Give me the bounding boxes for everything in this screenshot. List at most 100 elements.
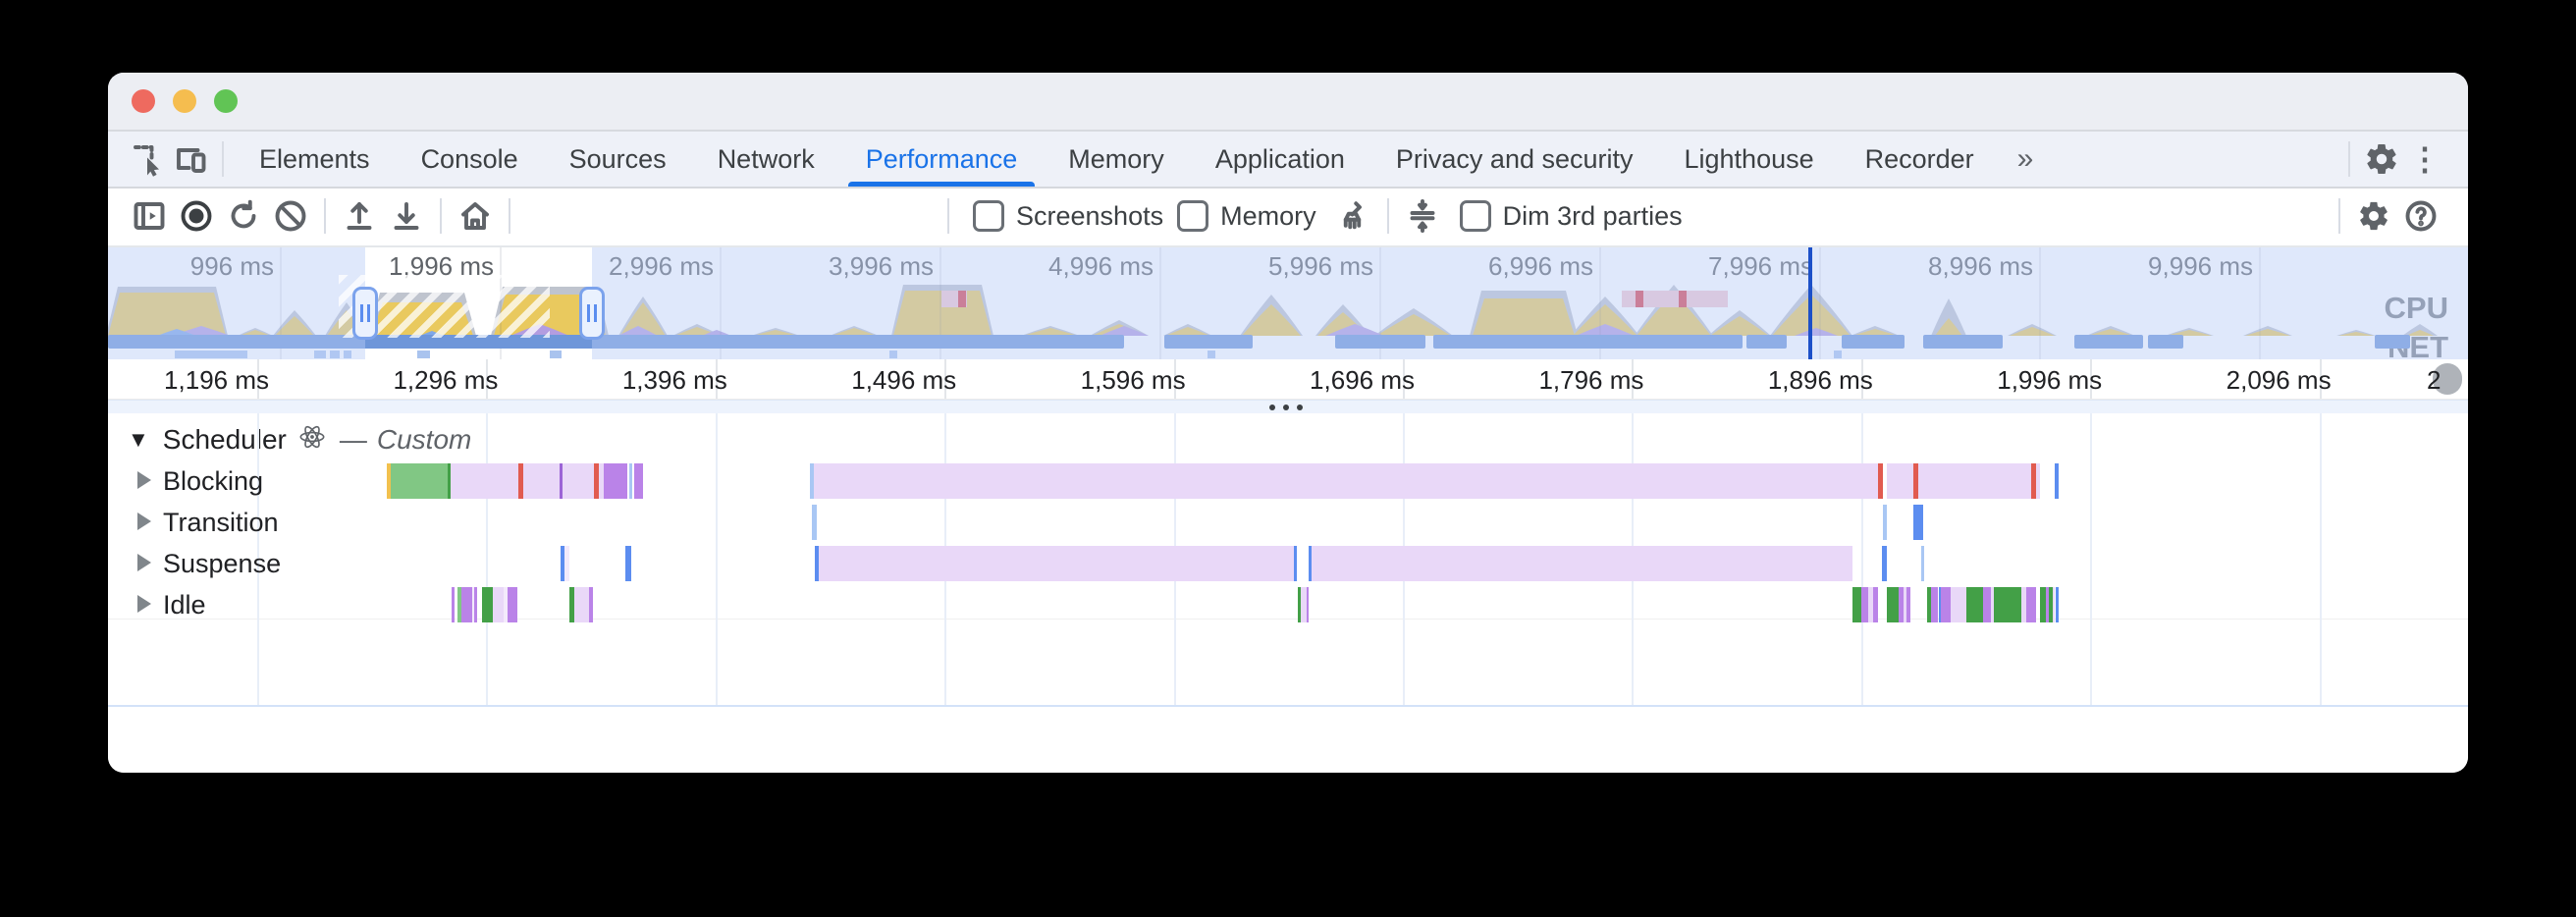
load-profile-icon[interactable] [336, 192, 383, 240]
shortcuts-dialog-icon[interactable] [1399, 192, 1446, 240]
flame-bar-segment[interactable] [564, 546, 569, 581]
flame-bar-segment[interactable] [2031, 463, 2036, 499]
flame-bar-segment[interactable] [1941, 587, 1951, 622]
flame-bar-segment[interactable] [589, 587, 593, 622]
inspect-element-icon[interactable] [126, 137, 169, 181]
flame-bar-segment[interactable] [1868, 587, 1873, 622]
flame-bar-segment[interactable] [1921, 546, 1924, 581]
more-tabs-button[interactable]: » [2016, 142, 2034, 175]
flame-bar-segment[interactable] [1887, 463, 1913, 499]
flame-bar-segment[interactable] [1939, 587, 1941, 622]
tab-memory[interactable]: Memory [1068, 144, 1164, 174]
flame-bar-segment[interactable] [1294, 546, 1297, 581]
dim-3rd-parties-checkbox[interactable] [1459, 200, 1491, 232]
flame-bar-segment[interactable] [1927, 587, 1931, 622]
flame-bar-segment[interactable] [629, 463, 632, 499]
flame-bar-segment[interactable] [493, 587, 504, 622]
flame-bar-segment[interactable] [504, 587, 508, 622]
flame-bar-segment[interactable] [2021, 587, 2026, 622]
flame-bar-segment[interactable] [474, 587, 477, 622]
expand-row-icon[interactable] [137, 512, 151, 530]
tab-elements[interactable]: Elements [259, 144, 370, 174]
tab-performance[interactable]: Performance [840, 132, 1044, 187]
flame-bar-segment[interactable] [634, 463, 643, 499]
flame-bar-segment[interactable] [1887, 587, 1899, 622]
flame-bar-segment[interactable] [518, 463, 523, 499]
window-title-bar[interactable] [108, 73, 2468, 132]
flame-bar-segment[interactable] [461, 587, 472, 622]
clear-icon[interactable] [267, 192, 314, 240]
home-icon[interactable] [452, 192, 499, 240]
selection-left-handle[interactable] [352, 287, 378, 340]
flame-bar-segment[interactable] [2026, 587, 2036, 622]
flame-bar-segment[interactable] [1852, 587, 1861, 622]
flame-bar-segment[interactable] [1861, 587, 1868, 622]
flame-bar-segment[interactable] [569, 587, 574, 622]
flame-bar-segment[interactable] [2055, 463, 2059, 499]
scheduler-track-header[interactable]: ▼ Scheduler — Custom [108, 419, 471, 460]
flame-bar-segment[interactable] [2040, 587, 2046, 622]
flame-bar-segment[interactable] [1309, 546, 1312, 581]
flame-bar-segment[interactable] [472, 587, 474, 622]
collect-garbage-icon[interactable] [1330, 192, 1377, 240]
flame-bar-segment[interactable] [1878, 463, 1883, 499]
tab-console[interactable]: Console [420, 144, 518, 174]
ruler-scroll-thumb[interactable] [2433, 363, 2462, 395]
flame-bar-segment[interactable] [1883, 505, 1887, 540]
flame-bar-segment[interactable] [1906, 587, 1910, 622]
devtools-menu-kebab-icon[interactable]: ⋮ [2409, 141, 2441, 177]
expand-row-icon[interactable] [137, 595, 151, 613]
flame-bar-segment[interactable] [1994, 587, 2021, 622]
tab-lighthouse[interactable]: Lighthouse [1684, 144, 1814, 174]
zoom-window-button[interactable] [214, 89, 238, 113]
help-icon[interactable] [2397, 192, 2444, 240]
flame-bar-segment[interactable] [508, 587, 517, 622]
flame-bar-segment[interactable] [604, 463, 627, 499]
flame-bar-segment[interactable] [452, 587, 455, 622]
device-toolbar-icon[interactable] [169, 137, 212, 181]
flame-bar-segment[interactable] [1918, 463, 2031, 499]
flame-bar-segment[interactable] [815, 546, 819, 581]
flame-bar-segment[interactable] [451, 463, 518, 499]
toggle-sidebar-icon[interactable] [126, 192, 173, 240]
memory-checkbox[interactable] [1177, 200, 1209, 232]
flame-bar-segment[interactable] [814, 463, 1878, 499]
flame-bar-segment[interactable] [560, 463, 563, 499]
flame-bar-segment[interactable] [2046, 587, 2049, 622]
flame-bar-segment[interactable] [574, 587, 589, 622]
flame-bar-segment[interactable] [1951, 587, 1966, 622]
selection-right-handle[interactable] [579, 287, 605, 340]
close-window-button[interactable] [132, 89, 155, 113]
tab-sources[interactable]: Sources [568, 144, 667, 174]
flame-bar-segment[interactable] [1904, 587, 1906, 622]
flame-bar-segment[interactable] [1931, 587, 1938, 622]
flame-bar-segment[interactable] [561, 546, 564, 581]
flame-bar-segment[interactable] [1913, 505, 1923, 540]
flame-bar-segment[interactable] [599, 463, 604, 499]
flame-bar-segment[interactable] [1966, 587, 1983, 622]
flame-bar-segment[interactable] [1873, 587, 1878, 622]
minimize-window-button[interactable] [173, 89, 196, 113]
flame-bar-segment[interactable] [1298, 587, 1301, 622]
save-profile-icon[interactable] [383, 192, 430, 240]
capture-settings-gear-icon[interactable] [2350, 192, 2397, 240]
flame-bar-segment[interactable] [563, 463, 594, 499]
devtools-settings-gear-icon[interactable] [2360, 137, 2403, 181]
collapse-track-icon[interactable]: ▼ [128, 427, 149, 452]
record-icon[interactable] [173, 192, 220, 240]
flame-bar-segment[interactable] [2036, 463, 2040, 499]
tab-network[interactable]: Network [717, 144, 815, 174]
flame-bar-segment[interactable] [812, 505, 817, 540]
flame-bar-segment[interactable] [1307, 587, 1309, 622]
tab-privacy-and-security[interactable]: Privacy and security [1395, 144, 1634, 174]
flame-bar-segment[interactable] [448, 463, 451, 499]
flame-bar-segment[interactable] [1899, 587, 1904, 622]
flame-bar-segment[interactable] [387, 463, 391, 499]
panel-resize-handle[interactable] [108, 400, 2468, 414]
flame-bar-segment[interactable] [482, 587, 493, 622]
flame-bar-segment[interactable] [819, 546, 1294, 581]
bottom-panel-divider[interactable] [108, 705, 2468, 707]
flame-bar-segment[interactable] [2053, 587, 2055, 622]
